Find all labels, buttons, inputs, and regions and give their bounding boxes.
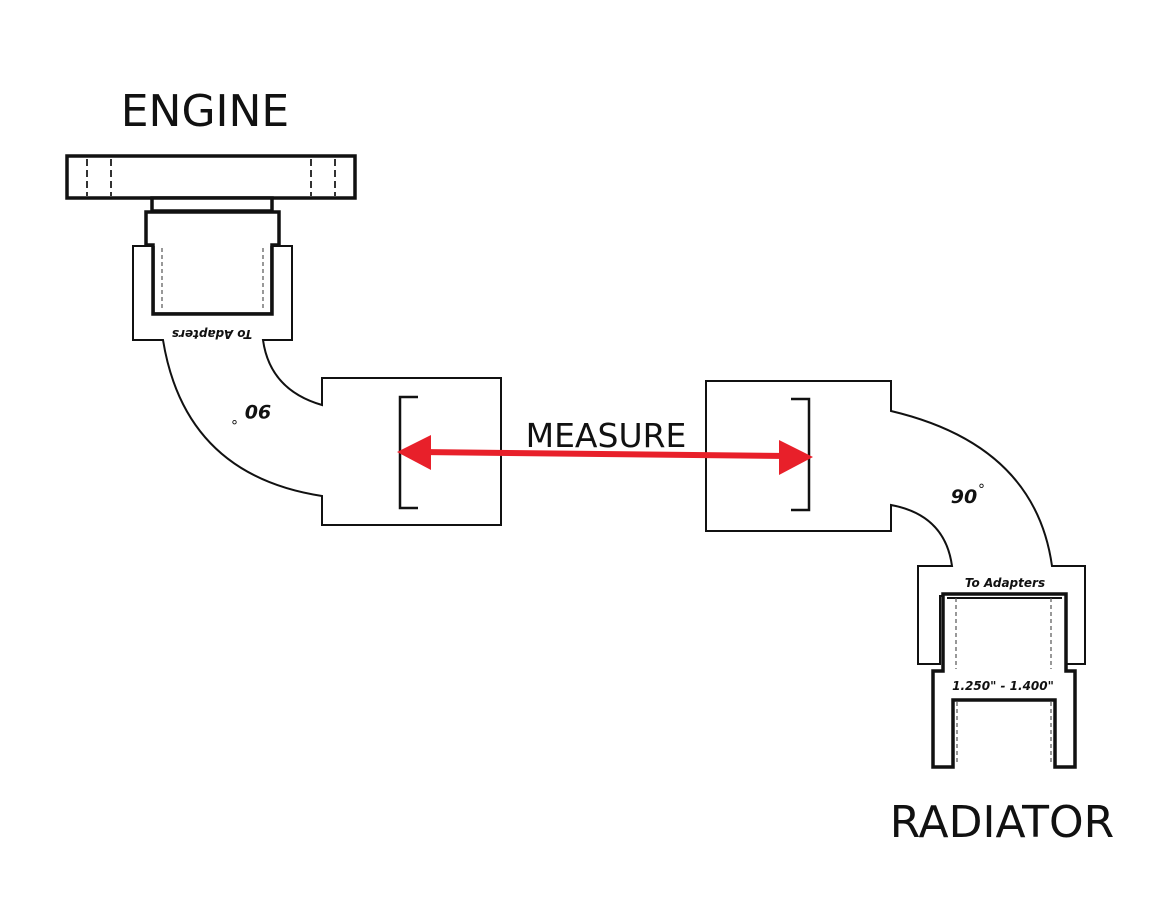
- radiator-elbow-degree: °: [978, 482, 985, 498]
- engine-elbow-degree: °: [231, 410, 238, 426]
- engine-elbow-angle: 90: [245, 400, 271, 422]
- radiator-size-range: 1.250" - 1.400": [952, 679, 1054, 693]
- radiator-elbow-angle: 90: [951, 486, 977, 508]
- measure-arrow: [397, 435, 813, 475]
- engine-neck: [150, 196, 274, 213]
- engine-mount: [65, 154, 357, 316]
- measure-arrow-shaft: [419, 449, 789, 459]
- measure-bracket-right: [791, 397, 811, 512]
- arrow-head-left-icon: [397, 435, 431, 470]
- engine-outlet-spigot: [144, 210, 281, 316]
- measure-label: MEASURE: [526, 416, 687, 455]
- radiator-inlet: 1.250" - 1.400": [931, 592, 1077, 769]
- radiator-inlet-spigot: [931, 592, 1077, 769]
- arrow-head-right-icon: [779, 440, 813, 475]
- engine-adapter-label: To Adapters: [172, 327, 252, 341]
- engine-label: ENGINE: [121, 86, 290, 137]
- engine-spigot-edge: [151, 246, 274, 316]
- radiator-adapter-label: To Adapters: [965, 576, 1045, 590]
- radiator-label: RADIATOR: [890, 797, 1115, 848]
